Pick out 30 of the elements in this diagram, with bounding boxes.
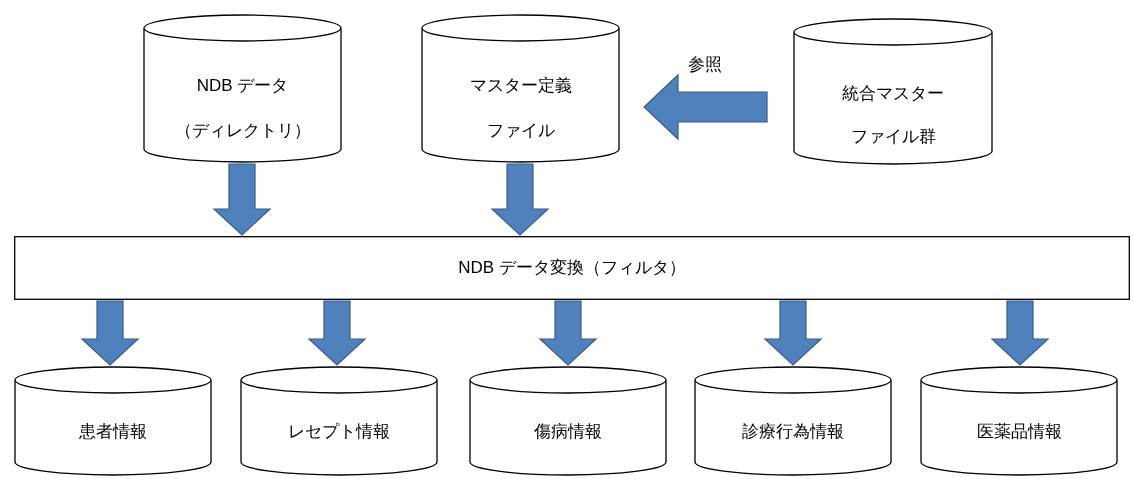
database-cylinder: [469, 366, 667, 476]
block-arrow: [990, 300, 1050, 366]
block-arrow: [538, 300, 598, 366]
block-arrow: [307, 300, 367, 366]
node-label: 患者情報: [79, 422, 147, 441]
block-arrow: [212, 163, 272, 236]
block-arrow: [643, 73, 768, 141]
node-label: NDB データ変換（フィルタ）: [458, 258, 686, 277]
node-label: 統合マスター: [842, 84, 944, 103]
database-cylinder: [793, 18, 993, 165]
node-label: ファイル群: [850, 127, 936, 146]
edge-label: 参照: [687, 55, 722, 75]
node-label: レセプト情報: [288, 422, 390, 441]
node-label: 傷病情報: [534, 422, 602, 441]
database-cylinder: [920, 366, 1118, 476]
block-arrow: [490, 163, 550, 236]
process-box: [14, 236, 1130, 300]
node-label: NDB データ: [196, 76, 289, 95]
block-arrow: [80, 300, 140, 366]
database-cylinder: [421, 14, 620, 163]
node-label: 診療行為情報: [742, 422, 844, 441]
database-cylinder: [14, 366, 212, 476]
node-label: ファイル: [486, 121, 555, 140]
database-cylinder: [694, 366, 892, 476]
database-cylinder: [143, 14, 342, 163]
node-label: マスター定義: [469, 76, 572, 95]
node-label: （ディレクトリ）: [174, 121, 311, 140]
block-arrow: [763, 300, 823, 366]
node-label: 医薬品情報: [976, 422, 1062, 441]
database-cylinder: [240, 366, 438, 476]
